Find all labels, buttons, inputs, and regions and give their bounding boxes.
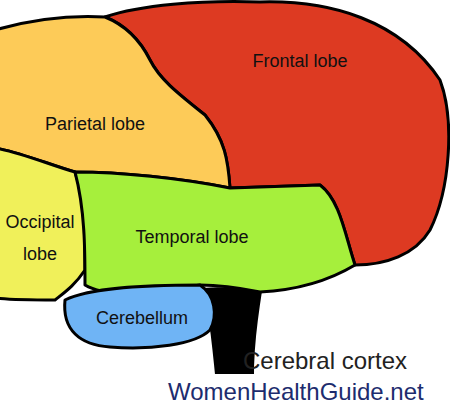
region-shape: [0, 148, 85, 300]
region-name: Occipital lobe: [2, 206, 78, 271]
caption-label: Cerebral cortex: [243, 347, 407, 375]
region-name: Temporal lobe: [135, 227, 248, 249]
region-shape: [65, 285, 215, 348]
region-name: Parietal lobe: [45, 114, 145, 136]
region-shape: [75, 172, 355, 293]
brain-region: Temporal lobe: [74, 170, 357, 295]
watermark: WomenHealthGuide.net: [160, 374, 450, 411]
brain-region: Cerebellum: [62, 283, 220, 349]
brain-region: Occipital lobe: [0, 146, 88, 302]
region-name: Frontal lobe: [252, 51, 347, 73]
region-name: Cerebellum: [96, 308, 188, 330]
